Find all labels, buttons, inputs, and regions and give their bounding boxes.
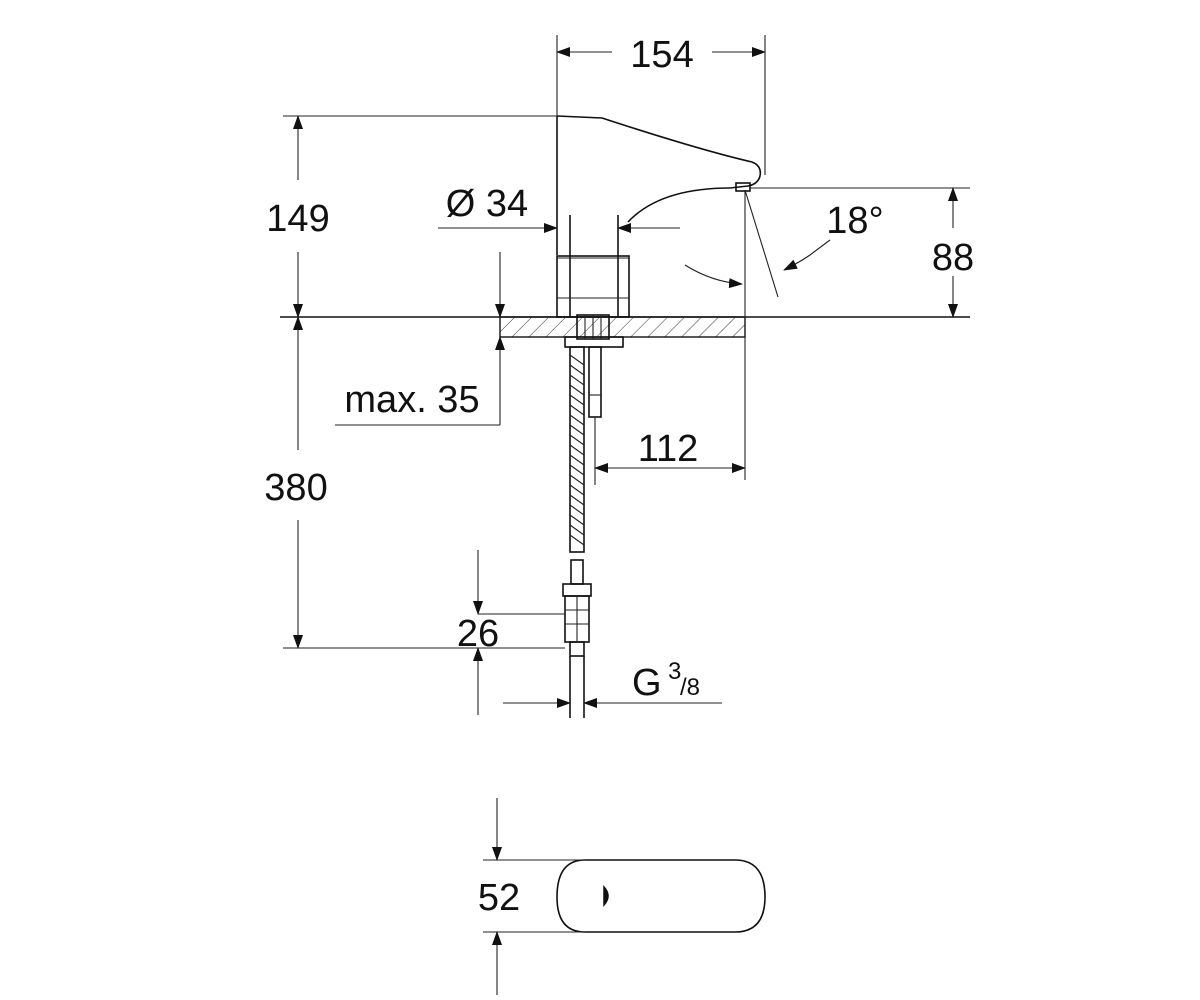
dim-thread-numerator: 3	[668, 658, 681, 685]
plan-view: 52	[478, 798, 766, 995]
dim-88-label: 88	[932, 237, 974, 279]
dim-angle: 18°	[684, 189, 884, 480]
dim-52-label: 52	[478, 877, 520, 919]
dim-380-label: 380	[264, 467, 327, 509]
dim-149: 149	[266, 115, 557, 318]
dim-26: 26	[457, 550, 565, 715]
dim-112: 112	[594, 417, 746, 485]
countertop	[280, 314, 970, 348]
dim-thread-denominator: /8	[680, 674, 700, 701]
dim-149-label: 149	[266, 198, 329, 240]
dim-thread-label: G	[632, 662, 662, 704]
supply-hose	[562, 346, 602, 718]
dim-thread: G 3 /8	[503, 658, 722, 708]
dim-154-label: 154	[630, 34, 693, 76]
dim-diameter-label: Ø 34	[446, 183, 528, 225]
dim-max35: max. 35	[335, 252, 505, 426]
dim-112-label: 112	[638, 428, 699, 470]
faucet-body	[556, 115, 762, 318]
dim-max35-label: max. 35	[344, 379, 479, 421]
dim-26-label: 26	[457, 613, 499, 655]
dim-380: 380	[264, 316, 565, 649]
dim-154: 154	[556, 34, 766, 175]
dim-diameter: Ø 34	[438, 183, 680, 233]
dim-angle-label: 18°	[826, 200, 883, 242]
dim-88: 88	[750, 187, 974, 318]
